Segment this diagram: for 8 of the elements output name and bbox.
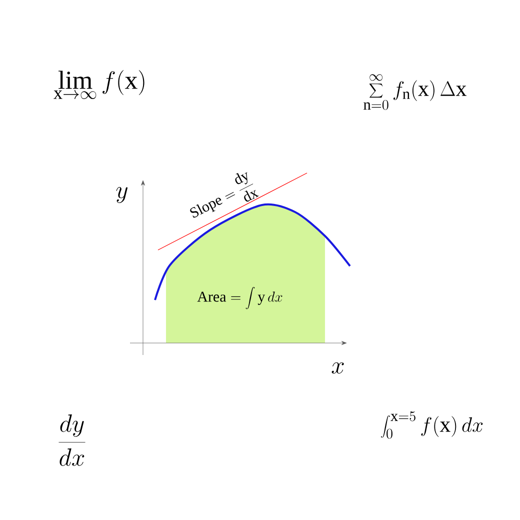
formula: $\mathrm{Slope} = \frac{\mathrm{dy}}{\mathrm{dx}}$ (190, 172, 259, 218)
formula: $\mathrm{Area} = \int \mathrm{y}\,dx$ (197, 286, 282, 310)
formula: $\int_{0}^{\mathrm{x}=5} f(\mathrm{x})\,dx$ (381, 411, 483, 439)
axis-label: $y$ (116, 186, 128, 204)
formula: $\lim_{\mathrm{x}\to\infty} f(\mathrm{x})$ (54, 70, 144, 100)
formula: $\frac{dy}{dx}$ (58, 414, 86, 466)
formula: $\sum_{\mathrm{n}=0}^{\infty} f_{\mathrm{n}}(\mathrm{x})\,\Delta\mathrm{x}$ (364, 74, 466, 110)
axis-label: $x$ (332, 362, 344, 374)
